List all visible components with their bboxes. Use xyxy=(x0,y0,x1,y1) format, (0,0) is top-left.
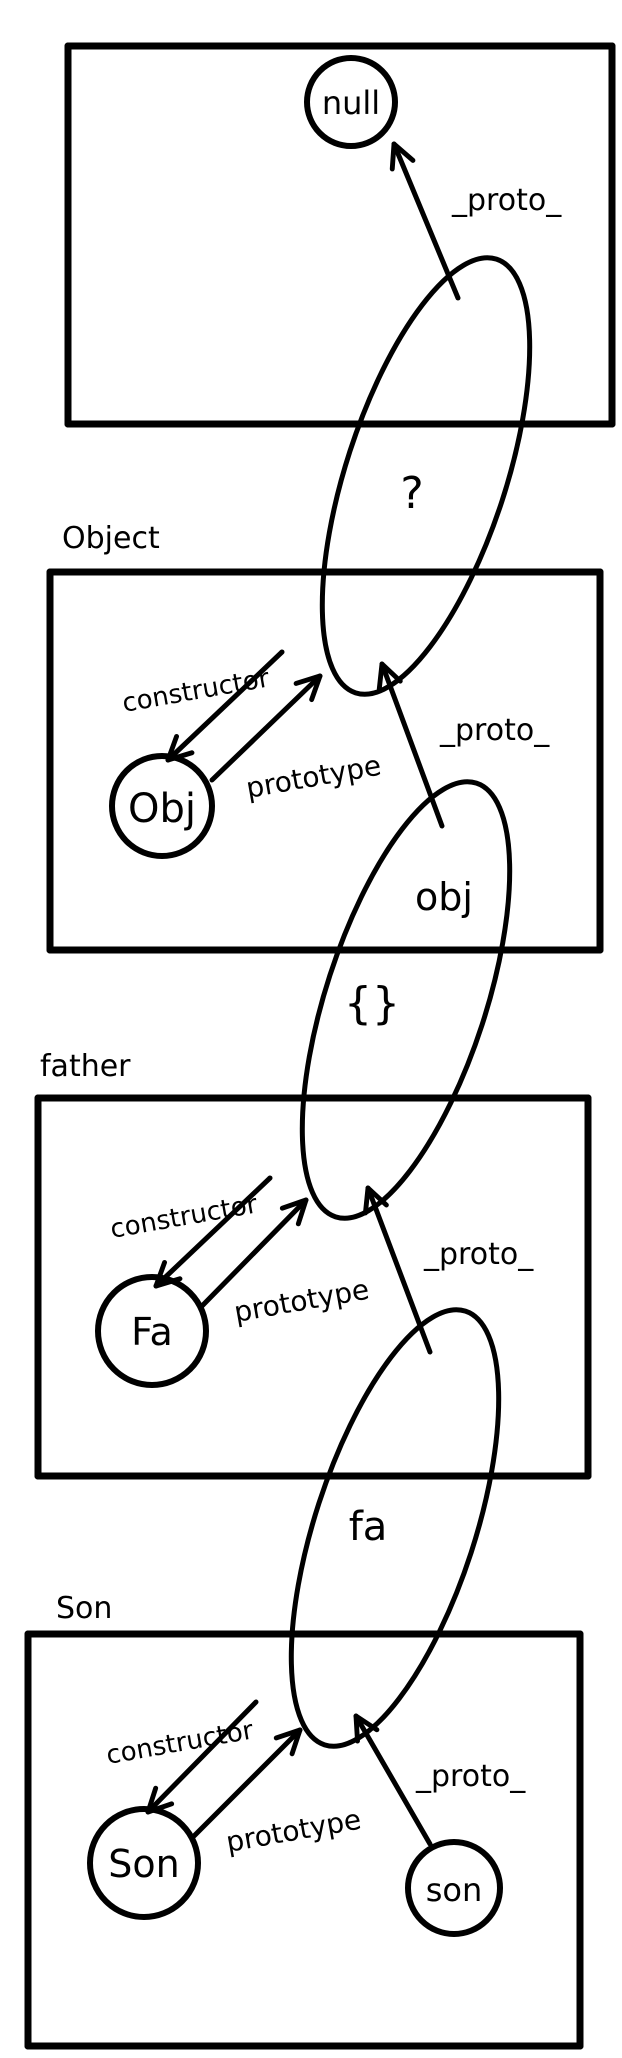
object-prototype-ellipse xyxy=(319,255,533,697)
son-instance-label: son xyxy=(426,1871,483,1909)
fa-instance-label: fa xyxy=(349,1504,388,1550)
father-prototype-label: prototype xyxy=(231,1273,371,1329)
obj-constructor-label: Obj xyxy=(128,786,196,832)
object-prototype-label: prototype xyxy=(243,749,383,805)
son-prototype-label: prototype xyxy=(223,1803,363,1859)
son-constructor-node xyxy=(87,1806,201,1920)
unknown-prototype-label: ? xyxy=(400,468,423,519)
null-node xyxy=(304,55,398,149)
proto-label-top: _proto_ xyxy=(451,183,562,218)
son-instance-node xyxy=(405,1839,503,1937)
son-prototype-arrow xyxy=(191,1727,303,1839)
fa-constructor-node xyxy=(95,1274,209,1388)
object-box-label: Object xyxy=(62,521,160,556)
father-constructor-arrow xyxy=(153,1175,273,1289)
proto-label-father: _proto_ xyxy=(423,1237,534,1272)
son-constructor-arrow xyxy=(145,1699,259,1815)
proto-arrow-son-to-son-prototype xyxy=(353,1713,433,1847)
father-constructor-label: constructor xyxy=(108,1189,260,1244)
son-constructor-label: Son xyxy=(108,1842,179,1886)
proto-label-son: _proto_ xyxy=(415,1759,526,1794)
proto-arrow-to-null xyxy=(389,141,461,301)
son-box-label: Son xyxy=(56,1591,112,1626)
null-node-label: null xyxy=(322,84,380,122)
fa-constructor-label: Fa xyxy=(131,1310,173,1354)
proto-arrow-to-object-prototype xyxy=(376,661,445,829)
empty-object-label: {} xyxy=(344,978,400,1029)
object-prototype-arrow xyxy=(209,673,323,783)
father-prototype-arrow xyxy=(199,1197,309,1309)
son-prototype-ellipse xyxy=(288,1307,502,1749)
obj-instance-label: obj xyxy=(415,875,473,919)
object-constructor-arrow xyxy=(165,649,285,763)
son-box xyxy=(24,1630,584,2050)
son-constructor-label: constructor xyxy=(104,1715,256,1770)
obj-constructor-node xyxy=(109,753,215,859)
father-box xyxy=(34,1094,592,1480)
proto-label-object: _proto_ xyxy=(439,713,550,748)
father-box-label: father xyxy=(40,1049,131,1084)
object-constructor-label: constructor xyxy=(120,663,272,718)
proto-arrow-to-father-prototype xyxy=(362,1185,433,1355)
father-prototype-ellipse xyxy=(299,779,513,1221)
